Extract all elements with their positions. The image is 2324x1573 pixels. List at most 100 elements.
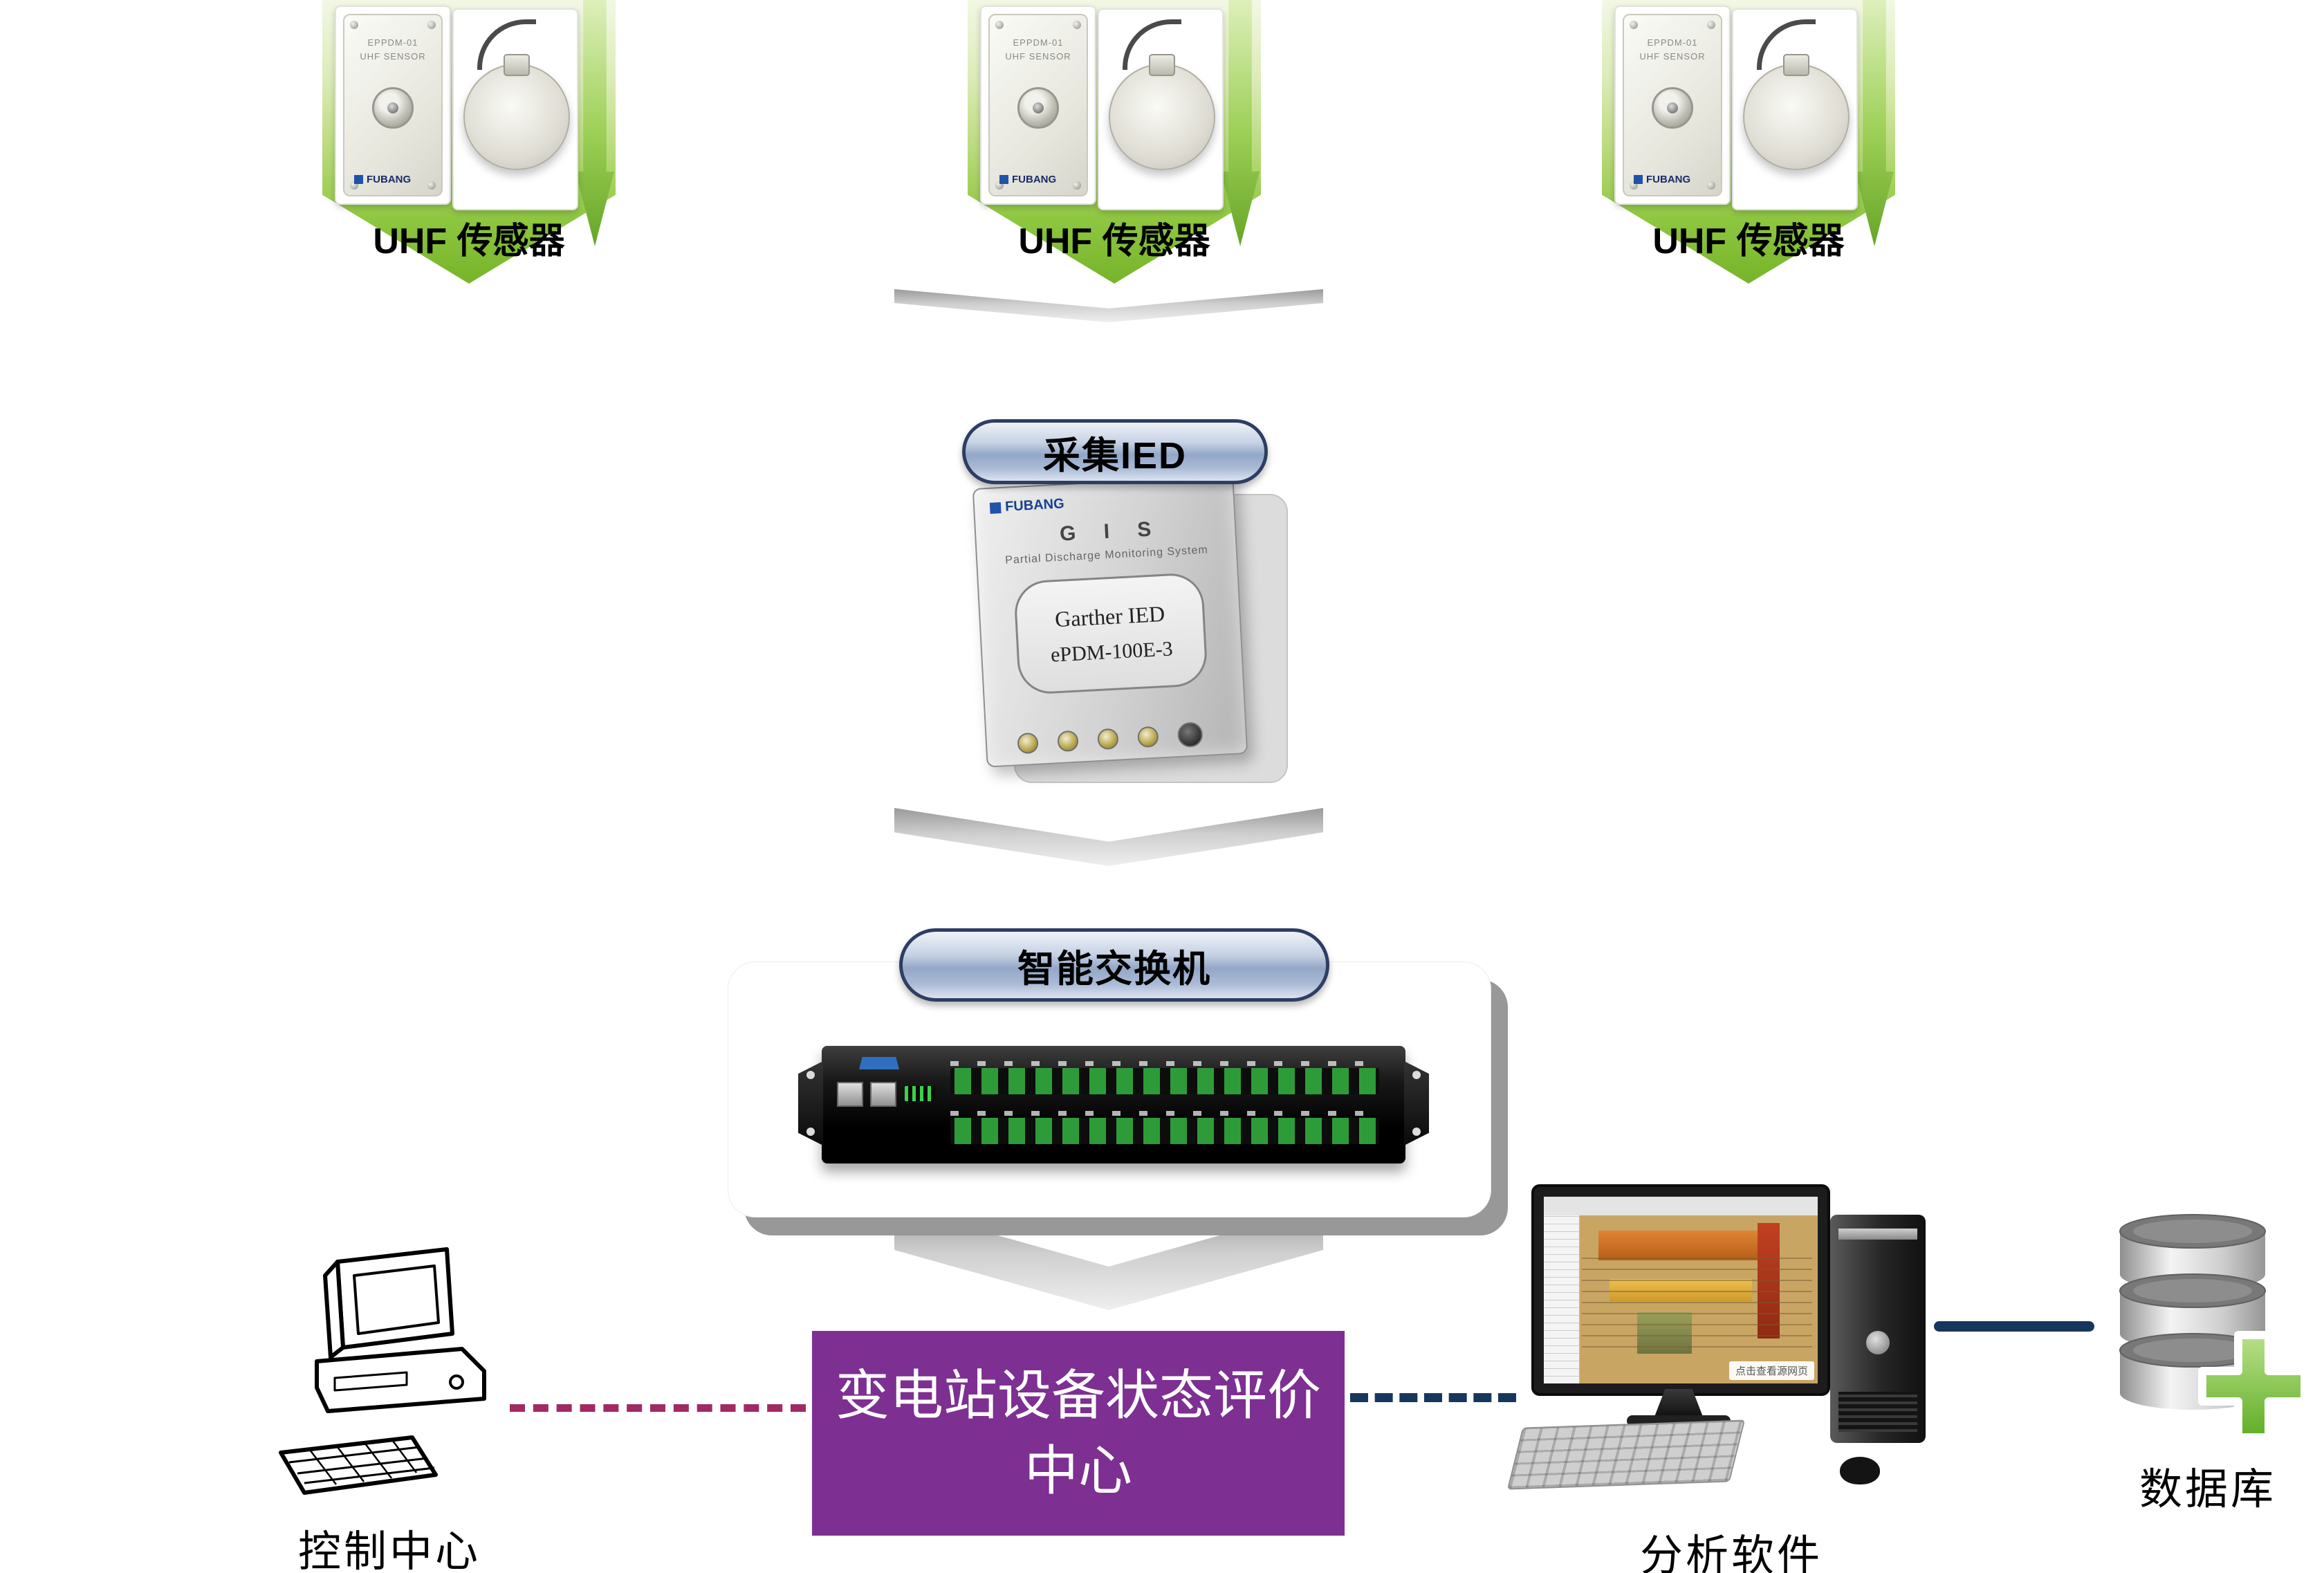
brand-logo-icon [354, 175, 363, 184]
antenna-hub-icon [504, 54, 530, 76]
analysis-workstation-photo: 点击查看源网页 [1506, 1184, 1938, 1520]
plus-icon [2198, 1331, 2309, 1442]
sensor-brand: FUBANG [999, 174, 1056, 185]
ied-brand-text: FUBANG [1004, 496, 1065, 515]
coax-connector-icon [1017, 87, 1059, 129]
screw-icon [1073, 21, 1081, 29]
ied-device-model: ePDM-100E-3 [1050, 636, 1174, 667]
dashed-crimson-connector [510, 1404, 806, 1412]
software-sidebar [1544, 1215, 1580, 1383]
uhf-disc-sensor-photo [1098, 8, 1224, 210]
sensor-brand-text: FUBANG [367, 174, 412, 185]
port-label-strip [950, 1111, 1379, 1116]
sensor-model-text: EPPDM-01 [1013, 37, 1064, 48]
sensor-group-label: UHF 传感器 [1018, 221, 1210, 261]
bnc-connector-icon [1097, 728, 1119, 751]
bnc-connector-icon [1057, 730, 1079, 753]
control-center-label: 控制中心 [297, 1528, 481, 1573]
uhf-sensor-group-2: EPPDM-01 UHF SENSOR FUBANG UHF 传感器 [968, 0, 1261, 297]
pc-logo-icon [1866, 1331, 1890, 1354]
brand-logo-icon [989, 502, 1002, 514]
antenna-hub-icon [1149, 54, 1175, 76]
coax-connector-icon [1652, 87, 1693, 129]
sensor-panel-face: EPPDM-01 UHF SENSOR FUBANG [1623, 14, 1722, 196]
sensor-model-text: EPPDM-01 [367, 37, 418, 48]
control-center-computer-illustration [268, 1242, 507, 1519]
database-label: 数据库 [2139, 1466, 2276, 1514]
screw-icon [995, 21, 1004, 29]
ied-badge: 采集IED [962, 419, 1268, 484]
ied-nameplate: Garther IED ePDM-100E-3 [1013, 571, 1209, 696]
evaluation-center-box: 变电站设备状态评价 中心 [812, 1331, 1345, 1536]
sensor-type-text: UHF SENSOR [360, 51, 426, 62]
software-graphic [1582, 1253, 1813, 1358]
monitor: 点击查看源网页 [1531, 1184, 1830, 1396]
dashed-navy-connector [1350, 1393, 1516, 1402]
screw-icon [350, 21, 358, 29]
screw-icon [1707, 21, 1715, 29]
network-switch-photo [798, 1046, 1429, 1163]
uhf-panel-sensor-photo: EPPDM-01 UHF SENSOR FUBANG [980, 6, 1096, 205]
port-label-strip [950, 1061, 1379, 1066]
power-connector-icon [1177, 721, 1204, 748]
sensor-group-label: UHF 传感器 [373, 221, 565, 261]
ied-connector-row [1017, 721, 1204, 756]
brand-logo-icon [1634, 175, 1643, 184]
screen-watermark: 点击查看源网页 [1728, 1361, 1814, 1380]
screw-icon [427, 181, 436, 190]
screw-icon [1707, 181, 1715, 190]
console-port-icon [859, 1057, 899, 1069]
rack-ear-icon [1404, 1061, 1429, 1146]
disc-antenna-icon [463, 54, 570, 170]
solid-navy-connector [1934, 1321, 2094, 1332]
switch-badge: 智能交换机 [899, 928, 1329, 1002]
mouse [1840, 1457, 1880, 1484]
optical-drive-icon [1838, 1229, 1917, 1240]
uhf-sensor-group-3: EPPDM-01 UHF SENSOR FUBANG UHF 传感器 [1602, 0, 1895, 297]
uhf-disc-sensor-photo [452, 8, 578, 210]
database-illustration [2103, 1209, 2310, 1453]
disc-antenna-icon [1109, 54, 1215, 170]
rack-ear-icon [798, 1061, 823, 1146]
down-chevron-arrow-icon [894, 808, 1323, 866]
uhf-disc-sensor-photo [1732, 8, 1858, 210]
bnc-connector-icon [1137, 726, 1159, 748]
sensor-type-text: UHF SENSOR [1639, 51, 1706, 62]
sensor-panel-face: EPPDM-01 UHF SENSOR FUBANG [343, 14, 443, 196]
database-cylinders-icon [2119, 1214, 2309, 1442]
keyboard [1506, 1419, 1746, 1490]
ied-device-name: Garther IED [1054, 600, 1165, 632]
bnc-connector-icon [1017, 732, 1039, 755]
uhf-panel-sensor-photo: EPPDM-01 UHF SENSOR FUBANG [1614, 6, 1731, 205]
sensor-brand-text: FUBANG [1012, 174, 1057, 185]
ied-device-photo: FUBANG G I S Partial Discharge Monitorin… [972, 475, 1248, 768]
sensor-brand: FUBANG [354, 174, 411, 185]
screw-icon [427, 21, 436, 29]
fiber-port-row [950, 1068, 1379, 1094]
sensor-group-label: UHF 传感器 [1652, 221, 1845, 261]
monitor-screen: 点击查看源网页 [1544, 1197, 1818, 1383]
led-indicators-icon [905, 1086, 935, 1101]
ied-brand: FUBANG [989, 496, 1065, 516]
analysis-software-label: 分析软件 [1639, 1532, 1823, 1573]
sensor-panel-face: EPPDM-01 UHF SENSOR FUBANG [988, 14, 1088, 196]
coax-connector-icon [372, 87, 414, 129]
uhf-sensor-group-1: EPPDM-01 UHF SENSOR FUBANG UHF 传感器 [322, 0, 616, 297]
uhf-panel-sensor-photo: EPPDM-01 UHF SENSOR FUBANG [335, 6, 451, 205]
pc-tower [1830, 1215, 1926, 1443]
down-chevron-arrow-icon [894, 1206, 1323, 1310]
tower-vents [1838, 1392, 1917, 1432]
rj45-port-icon [837, 1082, 863, 1107]
rj45-port-icon [870, 1082, 896, 1107]
sensor-brand-text: FUBANG [1646, 174, 1691, 185]
evaluation-center-line2: 中心 [1024, 1441, 1132, 1501]
fiber-port-row [950, 1118, 1379, 1144]
brand-logo-icon [999, 175, 1008, 184]
screw-icon [1073, 181, 1081, 190]
sensor-brand: FUBANG [1634, 174, 1690, 185]
antenna-hub-icon [1783, 54, 1809, 76]
disc-antenna-icon [1743, 54, 1850, 170]
sensor-model-text: EPPDM-01 [1647, 37, 1698, 48]
screw-icon [1630, 21, 1638, 29]
